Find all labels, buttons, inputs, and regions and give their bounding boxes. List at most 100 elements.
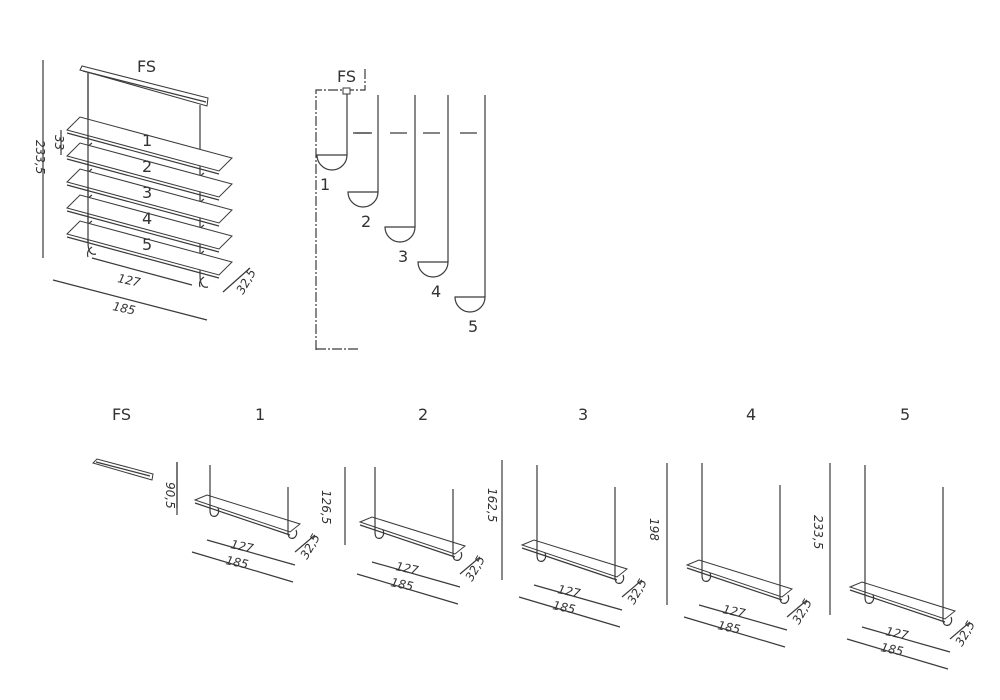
module-right-rod [452, 489, 463, 561]
shelf [66, 168, 233, 224]
module-shelf [193, 494, 302, 533]
shelf [66, 194, 233, 250]
shelf-number: 2 [142, 157, 152, 176]
module-left-rod [536, 465, 547, 562]
shelf [66, 116, 233, 172]
module-shelf [685, 559, 794, 598]
inner-width-dim-line [206, 539, 296, 566]
module-shelf-edge [194, 502, 291, 536]
width-dim-line [846, 638, 949, 670]
module-title-fs: FS [112, 405, 131, 424]
module-left-rod [209, 465, 220, 517]
inner-width-dim: 127 [721, 602, 747, 621]
module-title: 5 [900, 405, 910, 424]
depth-dim: 32,5 [789, 596, 814, 626]
inner-width-dim: 127 [394, 559, 420, 578]
overview-width-dim: 185 [111, 299, 136, 317]
module-shelf [520, 539, 629, 578]
inner-width-dim: 127 [556, 582, 582, 601]
profile-hook [417, 261, 449, 278]
width-dim: 185 [224, 553, 249, 571]
hook [198, 276, 205, 288]
inner-width-dim-line [698, 604, 788, 631]
depth-dim: 32,5 [462, 553, 487, 583]
module-shelf-edge [359, 524, 456, 558]
width-dim: 185 [879, 640, 904, 658]
depth-dim: 32,5 [624, 576, 649, 606]
module-height: 162,5 [485, 488, 499, 522]
shelf-number: 4 [142, 209, 152, 228]
depth-dim-line [786, 599, 808, 618]
inner-width-dim-line [861, 626, 951, 653]
module-right-rod [614, 487, 625, 584]
module-height: 126,5 [319, 490, 333, 524]
depth-dim-line [949, 621, 971, 640]
shelf-number: 5 [142, 235, 152, 254]
profile-label: 5 [468, 317, 478, 336]
profile-hook [347, 191, 379, 208]
left-rod [87, 73, 97, 255]
width-dim: 185 [551, 598, 576, 616]
profile-label: 2 [361, 212, 371, 231]
module-right-rod [779, 485, 790, 604]
profile-label: 1 [320, 175, 330, 194]
module-shelf [848, 581, 957, 620]
module-shelf-edge [686, 567, 783, 601]
ceiling-mount [342, 87, 351, 95]
shelf-edge [66, 184, 220, 227]
module-title: 2 [418, 405, 428, 424]
module-height-fs: 90,5 [163, 482, 177, 509]
width-dim-line [518, 596, 621, 628]
inner-width-dim-line [533, 584, 623, 611]
width-dim: 185 [716, 618, 741, 636]
module-left-rod [701, 463, 712, 582]
shelf-edge [66, 132, 220, 175]
module-height: 198 [647, 518, 661, 541]
shelf-edge [66, 158, 220, 201]
profile-hook [384, 226, 416, 243]
right-rod [199, 105, 209, 288]
module-left-rod [374, 467, 385, 539]
width-dim-line [356, 573, 459, 605]
module-right-rod [942, 487, 953, 626]
depth-dim: 32,5 [297, 531, 322, 561]
module-title: 1 [255, 405, 265, 424]
width-dim-line [683, 616, 786, 648]
width-dim: 185 [389, 575, 414, 593]
overview-spacing-dim: 33 [52, 135, 66, 150]
profile-title: FS [337, 67, 356, 86]
module-shelf-edge [521, 547, 618, 581]
profile-hook [316, 154, 348, 171]
module-title: 3 [578, 405, 588, 424]
shelf [66, 142, 233, 198]
module-height: 233,5 [811, 515, 825, 549]
module-title: 4 [746, 405, 756, 424]
inner-width-dim: 127 [884, 624, 910, 643]
shelf [66, 220, 233, 276]
module-views: FS 90,5 112718532,5212718532,5312718532,… [92, 405, 978, 670]
module-left-rod [864, 465, 875, 604]
depth-dim: 32,5 [952, 618, 977, 648]
shelf-edge [66, 236, 220, 279]
overview-height-dim: 233,5 [33, 140, 47, 174]
inner-width-dim: 127 [229, 537, 255, 556]
depth-dim-line [459, 556, 481, 575]
shelf-number: 3 [142, 183, 152, 202]
hook [86, 246, 93, 258]
profile-label: 3 [398, 247, 408, 266]
profile-label: 4 [431, 282, 441, 301]
module-shelf [358, 516, 467, 555]
overview-inner-width-dim: 127 [116, 271, 142, 290]
module-shelf-edge [849, 589, 946, 623]
profile-view: FS 1 2 3 4 5 [315, 67, 486, 350]
shelf-number: 1 [142, 131, 152, 150]
overview-depth-dim: 32,5 [233, 266, 258, 296]
inner-width-dim-line [371, 561, 461, 588]
shelf-edge [66, 210, 220, 253]
profile-hook [454, 296, 486, 313]
rail-edge [82, 70, 207, 103]
depth-dim-line [621, 579, 643, 598]
width-dim-line [191, 551, 294, 583]
